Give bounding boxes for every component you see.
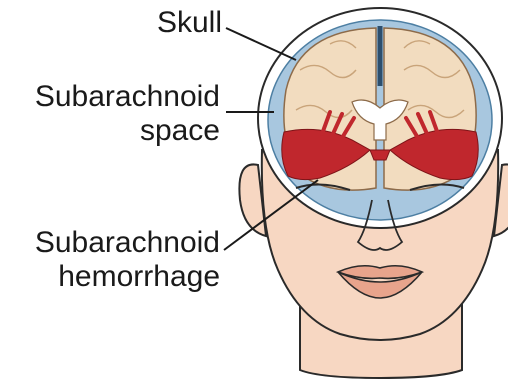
skull-label-text: Skull (120, 6, 222, 40)
skull-label: Skull (120, 6, 222, 40)
subarachnoid-hemorrhage-label-line2: hemorrhage (2, 260, 220, 294)
subarachnoid-hemorrhage-label-line1: Subarachnoid (2, 226, 220, 260)
subarachnoid-space-label-line1: Subarachnoid (2, 80, 220, 114)
skull-pointer (226, 28, 296, 60)
subarachnoid-space-label: Subarachnoid space (2, 80, 220, 148)
subarachnoid-space-label-line2: space (2, 114, 220, 148)
subarachnoid-hemorrhage-label: Subarachnoid hemorrhage (2, 226, 220, 294)
